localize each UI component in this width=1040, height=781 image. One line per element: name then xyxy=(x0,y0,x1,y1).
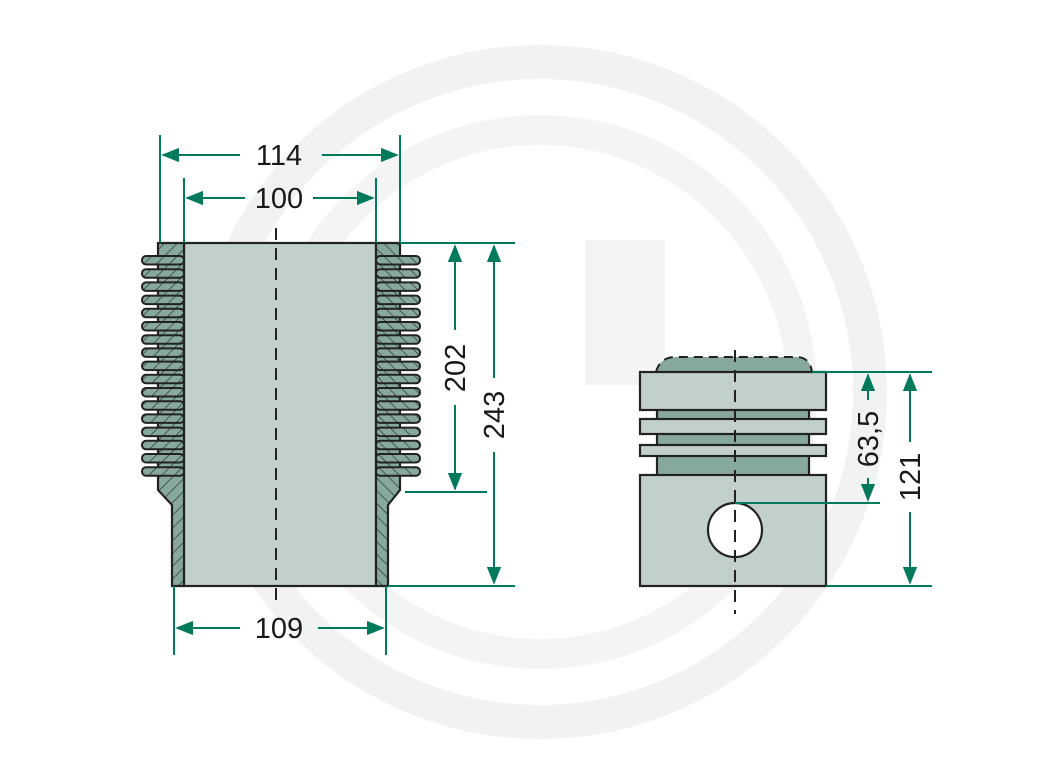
cooling-fin-right xyxy=(375,387,421,398)
piston-crown xyxy=(638,370,828,412)
cooling-fin-left xyxy=(141,281,185,292)
ring-grooves xyxy=(655,403,811,479)
cooling-fin-right xyxy=(375,268,421,279)
dimensions xyxy=(159,135,932,655)
label-collar-diameter: 109 xyxy=(255,613,303,645)
cooling-fin-left xyxy=(141,373,185,385)
cooling-fin-right xyxy=(375,334,421,345)
label-piston-height: 121 xyxy=(895,453,927,501)
cooling-fin-left xyxy=(141,255,185,266)
cooling-fin-right xyxy=(375,400,421,411)
piston-dome xyxy=(655,356,813,373)
cooling-fin-right xyxy=(375,373,421,385)
cooling-fin-left xyxy=(141,400,185,411)
cooling-fin-right xyxy=(375,426,421,438)
cooling-fin-right xyxy=(375,360,421,372)
cooling-fin-right xyxy=(375,255,421,266)
cooling-fin-right xyxy=(375,466,421,477)
piston-ring-1 xyxy=(638,417,828,436)
label-bore-diameter: 100 xyxy=(255,183,303,215)
cooling-fin-left xyxy=(141,268,185,279)
cooling-fin-right xyxy=(375,453,421,464)
piston-ring-2 xyxy=(638,443,828,458)
cooling-fin-left xyxy=(141,294,185,306)
label-finned-length: 202 xyxy=(440,344,472,392)
cooling-fin-left xyxy=(141,453,185,464)
cooling-fin-left xyxy=(141,347,185,358)
cooling-fin-left xyxy=(141,334,185,345)
liner-bore xyxy=(182,241,378,588)
cooling-fin-left xyxy=(141,360,185,372)
cooling-fin-left xyxy=(141,321,185,332)
cooling-fin-right xyxy=(375,321,421,332)
cylinder-liner xyxy=(141,228,421,600)
cooling-fin-left xyxy=(141,466,185,477)
cooling-fin-left xyxy=(141,439,185,451)
label-outer-diameter: 114 xyxy=(256,140,302,172)
cooling-fin-right xyxy=(375,413,421,424)
cooling-fin-right xyxy=(375,294,421,306)
cooling-fin-right xyxy=(375,307,421,319)
cooling-fin-right xyxy=(375,439,421,451)
cooling-fin-right xyxy=(375,347,421,358)
cooling-fin-left xyxy=(141,426,185,438)
cooling-fin-left xyxy=(141,413,185,424)
piston xyxy=(638,350,828,614)
cooling-fin-right xyxy=(375,281,421,292)
label-total-length: 243 xyxy=(479,391,511,439)
cooling-fin-left xyxy=(141,387,185,398)
cooling-fin-left xyxy=(141,307,185,319)
label-compression-height: 63,5 xyxy=(853,411,885,467)
